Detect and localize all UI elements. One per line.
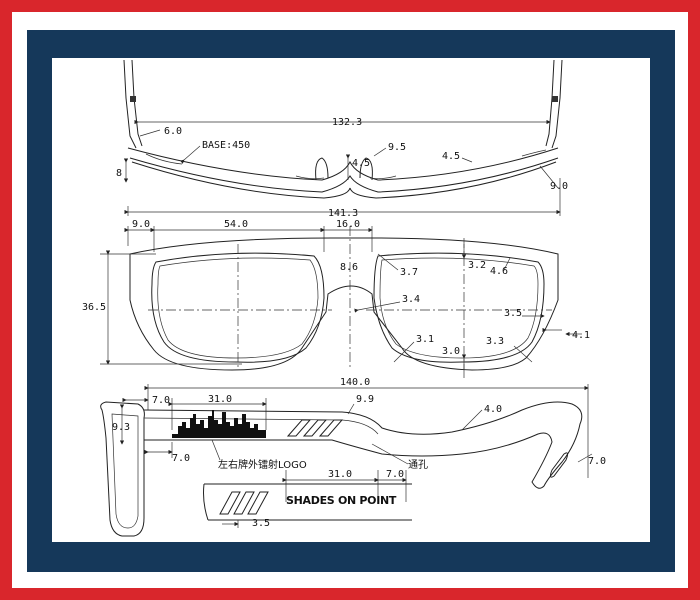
frame-front-outer	[129, 237, 559, 371]
dim-groove: 3.5	[252, 518, 270, 529]
dim-bridge-height: 8.6	[340, 262, 358, 273]
detail-view: 31.0 7.0 SHADES ON POINT 3.5	[203, 469, 412, 529]
dim-hinge: 6.0	[164, 126, 182, 137]
skyline-logo	[172, 410, 266, 438]
leader-3-1	[393, 341, 415, 363]
dim-rim-top: 3.2	[468, 260, 486, 271]
dim-lens-curve: 4.5	[442, 151, 460, 162]
dim-temple-length: 140.0	[340, 377, 370, 388]
dim-temple-height: 9.9	[356, 394, 374, 405]
leader-4-6	[503, 257, 511, 271]
dim-rim-side: 3.5	[504, 308, 522, 319]
drawing-sheet: 132.3 6.0 BASE:450 8 4.5 9.5 4.5 9.0 141…	[52, 58, 650, 542]
nose-pad-left	[315, 157, 329, 181]
dim-outer-edge: 4.1	[572, 330, 590, 341]
leader-6-0	[139, 129, 161, 137]
top-view: 132.3 6.0 BASE:450 8 4.5 9.5 4.5 9.0 141…	[116, 59, 568, 219]
side-view: 140.0 7.0 31.0 9.9 9.3 4.0 7.0	[100, 377, 606, 537]
dim-nose-rim: 3.4	[402, 294, 420, 305]
dim-edge: 9.0	[132, 219, 150, 230]
leader-7-0-tip	[577, 453, 593, 463]
dim-lens-width: 54.0	[224, 219, 248, 230]
dim-side-height: 8	[116, 168, 122, 179]
dim-front-height: 9.3	[112, 422, 130, 433]
leader-3-3	[513, 345, 533, 363]
detail-temple-end	[203, 483, 209, 521]
dim-rim-bottom-outer: 3.3	[486, 336, 504, 347]
dim-rim-bottom: 3.0	[442, 346, 460, 357]
dim-pad: 9.5	[388, 142, 406, 153]
temple-slash-3	[318, 419, 344, 437]
detail-slash-2	[233, 491, 255, 515]
dim-tip: 7.0	[588, 456, 606, 467]
left-lens	[151, 252, 325, 363]
right-lens-inner	[379, 257, 539, 359]
left-lens-groove	[145, 153, 183, 165]
label-hole: 通孔	[408, 459, 428, 471]
leader-9-5	[373, 147, 387, 157]
right-temple-top	[551, 59, 563, 149]
dim-text-length: 31.0	[328, 469, 352, 480]
dim-temple-spread: 132.3	[332, 117, 362, 128]
right-lens-groove-2	[521, 149, 547, 157]
leader-4-0	[461, 409, 483, 431]
dim-hinge-angle: 9.0	[550, 181, 568, 192]
leader-3-4	[354, 301, 401, 313]
leader-hole-label	[371, 443, 409, 465]
dim-text-offset: 7.0	[386, 469, 404, 480]
technical-drawing: 132.3 6.0 BASE:450 8 4.5 9.5 4.5 9.0 141…	[82, 59, 606, 537]
frame-top-edge	[131, 161, 557, 199]
frame-side-profile	[100, 401, 145, 537]
right-lens-groove	[369, 175, 397, 180]
temple-slash-1	[286, 419, 312, 437]
dim-base: BASE:450	[202, 140, 250, 151]
dim-bridge: 16.0	[336, 219, 360, 230]
frame-side-inner	[111, 413, 139, 529]
dim-rim-top-outer: 4.6	[490, 266, 508, 277]
front-view: 9.0 54.0 16.0 36.5 8.6 3.7 3.2 4.6	[82, 219, 590, 378]
left-lens-inner	[157, 257, 319, 359]
detail-slash-1	[219, 491, 241, 515]
frame-top-outer	[127, 147, 559, 181]
leader-logo-label	[211, 439, 221, 461]
right-lens	[373, 252, 545, 363]
left-temple-top-inner	[131, 59, 143, 147]
right-hinge-screw	[552, 96, 558, 102]
leader-4-5-right	[461, 157, 473, 163]
leader-9-0	[539, 165, 559, 189]
right-temple-top-inner	[545, 59, 555, 147]
dim-logo-length: 31.0	[208, 394, 232, 405]
left-temple-top	[123, 59, 137, 149]
temple-tip-hole	[549, 452, 569, 478]
leader-base	[179, 145, 201, 164]
dim-total-width: 141.3	[328, 208, 358, 219]
left-lens-groove-2	[295, 175, 325, 180]
detail-slash-3	[247, 491, 269, 515]
left-hinge-screw	[130, 96, 136, 102]
dim-rim-top-inner: 3.7	[400, 267, 418, 278]
brand-text: SHADES ON POINT	[286, 494, 397, 507]
dim-front-offset: 7.0	[152, 395, 170, 406]
dim-rim-bottom-inner: 3.1	[416, 334, 434, 345]
dim-lens-height: 36.5	[82, 302, 106, 313]
temple-slash-2	[302, 419, 328, 437]
dim-temple-thickness: 4.0	[484, 404, 502, 415]
dim-logo-offset: 7.0	[172, 453, 190, 464]
leader-3-7	[377, 253, 399, 271]
nose-pad-right	[359, 157, 373, 181]
frame-top-inner	[129, 157, 559, 193]
label-logo: 左右牌外镭射LOGO	[218, 458, 307, 471]
temple-arm-side	[143, 401, 583, 489]
dim-bridge-depth: 4.5	[352, 158, 370, 169]
